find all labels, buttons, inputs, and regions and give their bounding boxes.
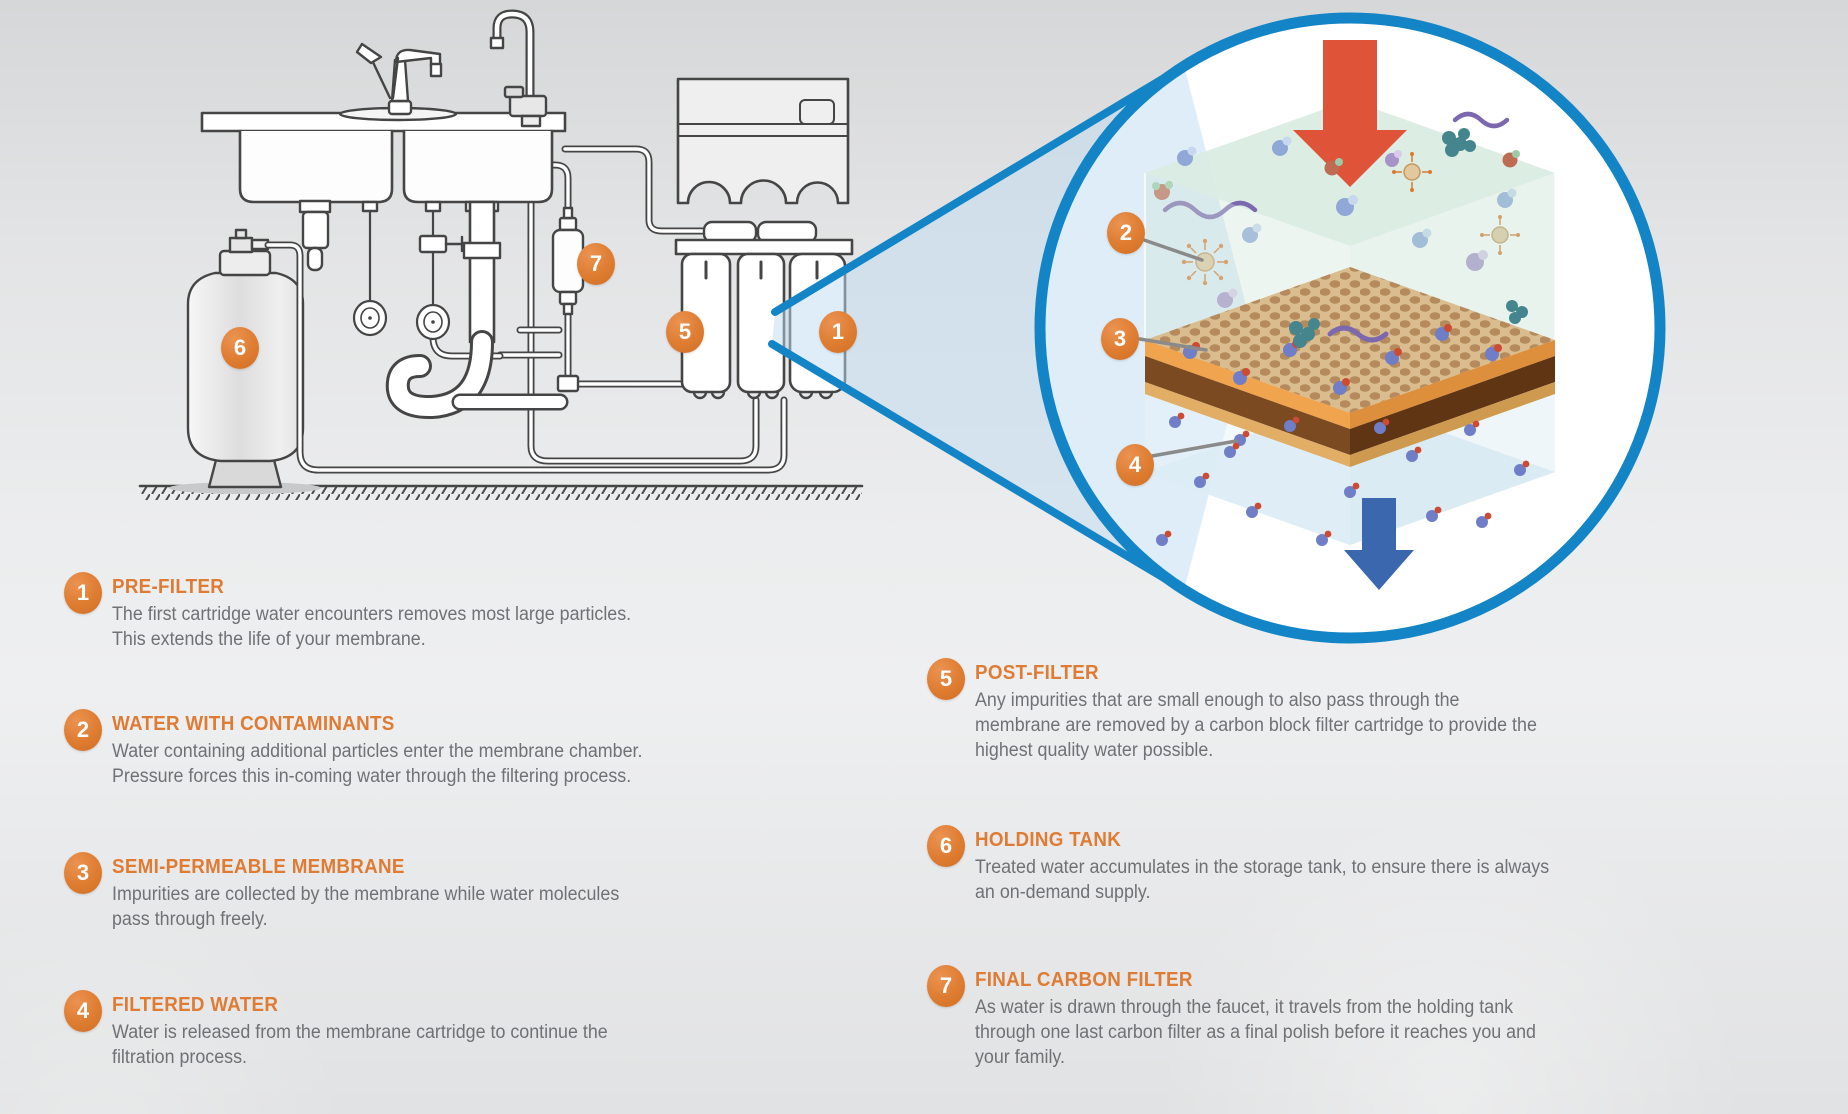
section-title: FINAL CARBON FILTER [975,969,1193,991]
callout-3-membrane: 3 [1101,318,1139,360]
section-text: through one last carbon filter as a fina… [975,1022,1536,1043]
section-filtered-water: 4 FILTERED WATER Water is released from … [64,990,639,1070]
section-title: HOLDING TANK [975,829,1122,851]
section-text: Water containing additional particles en… [112,741,643,762]
section-title: FILTERED WATER [112,994,279,1016]
inflow-arrow-icon [1293,40,1407,187]
callout-6-holding-tank: 6 [221,327,259,369]
section-title: PRE-FILTER [112,576,225,598]
callout-5-post-filter: 5 [666,311,704,353]
callout-2-contaminants: 2 [1107,212,1145,254]
section-6-badge: 6 [927,825,965,867]
section-holding-tank: 6 HOLDING TANK Treated water accumulates… [927,825,1586,905]
membrane-surface-molecules [1183,300,1528,395]
section-post-filter: 5 POST-FILTER Any impurities that are sm… [927,658,1573,763]
section-text: highest quality water possible. [975,740,1214,761]
tubing [264,122,788,474]
section-text: Treated water accumulates in the storage… [975,857,1550,878]
section-4-badge: 4 [64,990,102,1032]
section-text: Any impurities that are small enough to … [975,690,1460,711]
section-title: POST-FILTER [975,662,1099,684]
filtered-water-molecules [1156,412,1530,546]
virus-icon [1181,152,1520,286]
membrane-layer [1145,267,1555,467]
section-text: Pressure forces this in-coming water thr… [112,766,632,787]
section-final-carbon-filter: 7 FINAL CARBON FILTER As water is drawn … [927,965,1572,1070]
section-pre-filter: 1 PRE-FILTER The first cartridge water e… [64,572,664,652]
section-semi-permeable-membrane: 3 SEMI-PERMEABLE MEMBRANE Impurities are… [64,852,652,932]
section-text: membrane are removed by a carbon block f… [975,715,1537,736]
section-text: pass through freely. [112,909,268,930]
section-7-badge: 7 [927,965,965,1007]
membrane-inset [768,12,1666,644]
sink-counter [200,111,567,204]
outflow-arrow-icon [1344,498,1414,590]
section-text: The first cartridge water encounters rem… [112,604,632,625]
section-text: This extends the life of your membrane. [112,629,426,650]
inset-leader-lines [1138,238,1238,458]
section-3-badge: 3 [64,852,102,894]
tee-fitting [556,374,580,393]
section-text: Impurities are collected by the membrane… [112,884,620,905]
section-1-badge: 1 [64,572,102,614]
under-sink-line-art [138,9,864,500]
section-2-badge: 2 [64,709,102,751]
callout-1-pre-filter: 1 [819,311,857,353]
section-water-with-contaminants: 2 WATER WITH CONTAMINANTS Water containi… [64,709,676,789]
inset-circle-border [1034,12,1666,644]
contaminant-molecules [1152,111,1520,308]
drinking-water-faucet [489,9,548,128]
inline-carbon-filter [551,206,585,316]
appliance [676,77,850,205]
section-text: your family. [975,1047,1065,1068]
under-sink-plumbing [298,199,569,419]
section-5-badge: 5 [927,658,965,700]
section-title: WATER WITH CONTAMINANTS [112,713,395,735]
section-title: SEMI-PERMEABLE MEMBRANE [112,856,405,878]
main-faucet [338,42,458,122]
callout-7-final-carbon-filter: 7 [577,243,615,285]
section-text: As water is drawn through the faucet, it… [975,997,1514,1018]
callout-4-filtered-water: 4 [1116,444,1154,486]
section-text: filtration process. [112,1047,248,1068]
section-text: Water is released from the membrane cart… [112,1022,608,1043]
section-text: an on-demand supply. [975,882,1151,903]
